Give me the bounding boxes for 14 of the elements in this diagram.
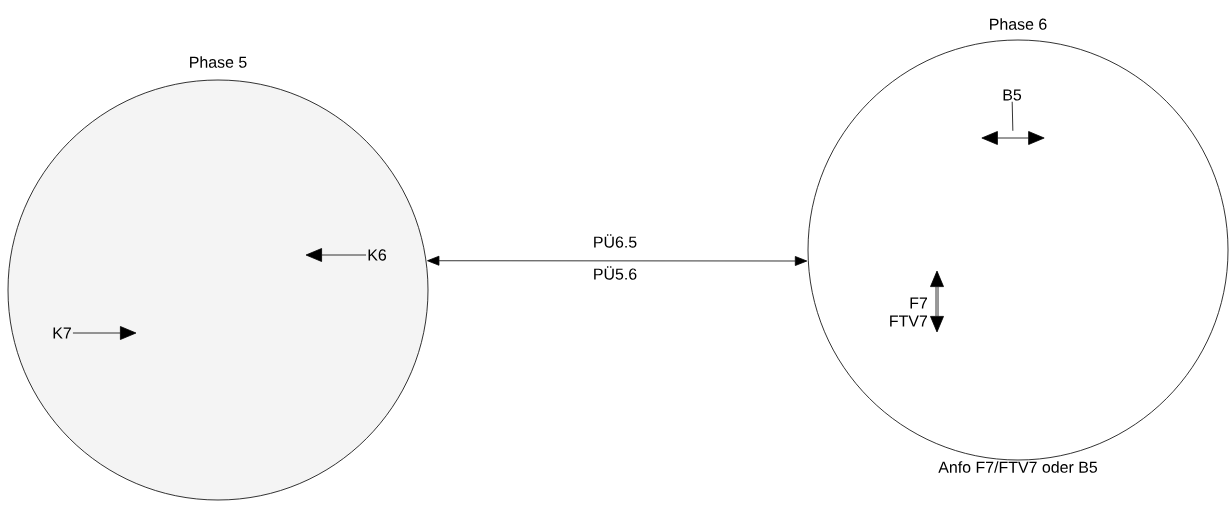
- text-label: K6: [368, 249, 387, 261]
- node-label: Anfo F7/FTV7 oder B5: [938, 461, 1098, 473]
- edge-label: PÜ6.5: [591, 233, 639, 249]
- node-label: Phase 6: [990, 18, 1047, 30]
- arrow: [305, 248, 367, 262]
- line-label: PÜ5.6: [591, 265, 639, 281]
- arrow: [72, 326, 137, 340]
- text-label: F7 FTV7: [890, 297, 927, 327]
- double-arrow: [981, 131, 1045, 145]
- text-label: K7: [53, 327, 71, 339]
- node-label: Phase 5: [190, 56, 247, 68]
- text-label: B5: [1003, 89, 1022, 101]
- arrow: [427, 255, 808, 266]
- leader-line: [1011, 101, 1014, 132]
